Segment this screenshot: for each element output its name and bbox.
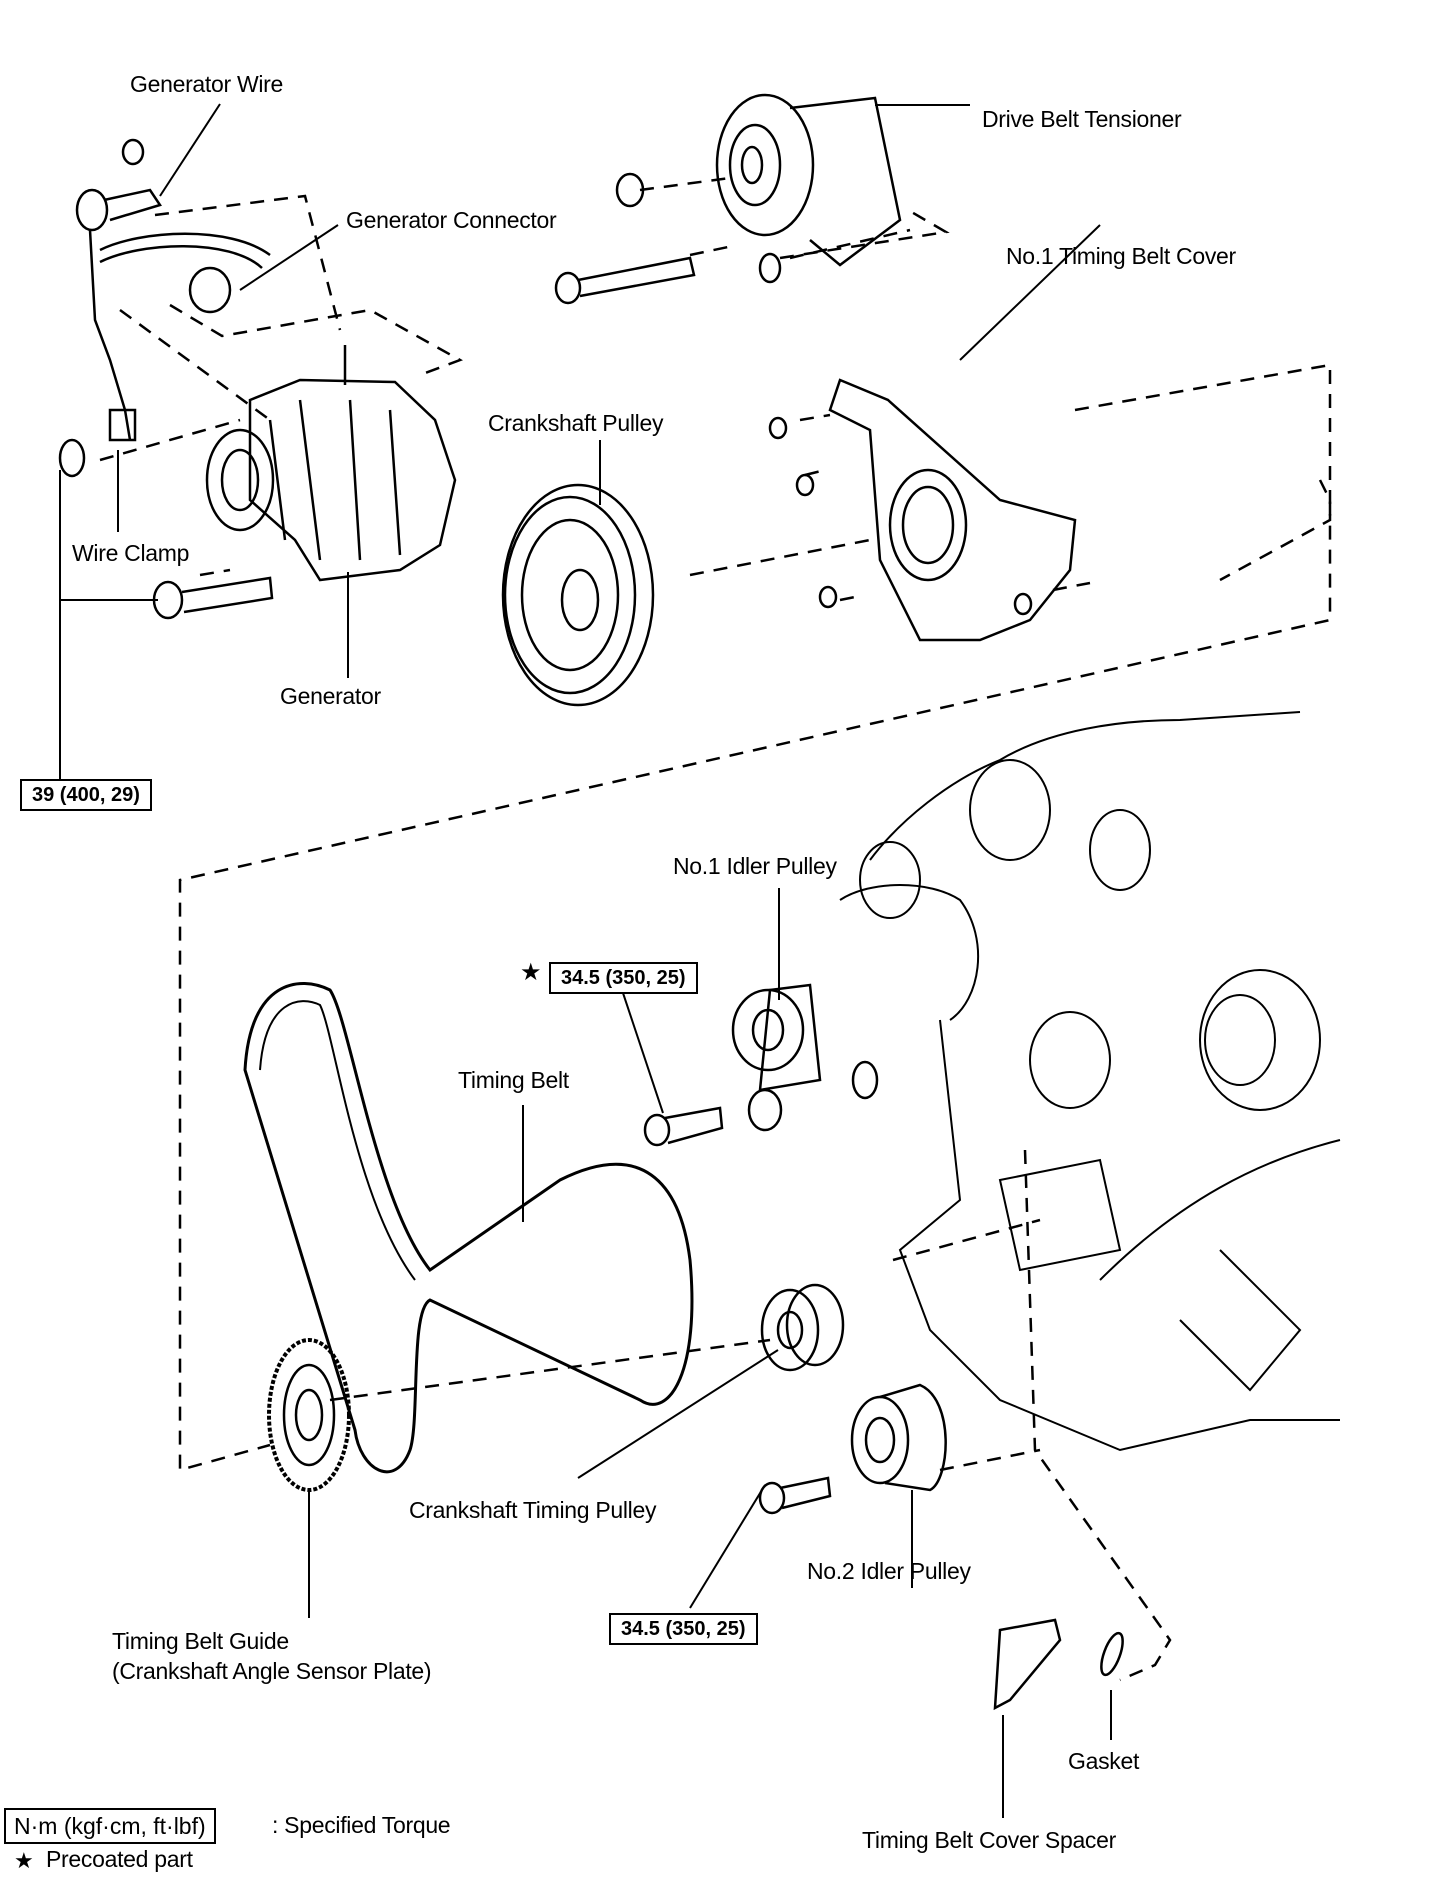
no2-bolt-icon	[758, 1476, 832, 1515]
legend-star-icon: ★	[14, 1848, 34, 1873]
label-no1-idler-pulley: No.1 Idler Pulley	[673, 853, 837, 879]
small-nut-icon	[121, 138, 145, 166]
label-generator-wire: Generator Wire	[130, 71, 284, 97]
idler-bolt-icon	[643, 1106, 724, 1147]
leader-timing-belt-cover	[959, 224, 1101, 361]
timing-belt-icon	[243, 982, 694, 1474]
label-timing-belt-guide: Timing Belt Guide	[112, 1628, 289, 1654]
generator-wire-assembly	[58, 138, 271, 478]
legend-precoated-part: Precoated part	[46, 1846, 193, 1872]
generator-connector-icon	[188, 266, 232, 314]
leader-generator-connector	[239, 224, 339, 291]
no1-idler-pulley-icon	[731, 983, 822, 1132]
label-crankshaft-angle-sensor-plate: (Crankshaft Angle Sensor Plate)	[112, 1658, 432, 1684]
washer-icon	[851, 1060, 879, 1100]
label-gasket: Gasket	[1068, 1748, 1140, 1774]
leader-torque-no2-bolt	[689, 1484, 766, 1609]
timing-belt-guide-icon	[267, 1338, 351, 1492]
torque-spec-generator: 39 (400, 29)	[20, 779, 152, 811]
legend-specified-torque: : Specified Torque	[272, 1812, 451, 1838]
engine-block-icon	[839, 711, 1341, 1452]
wire-clamp-icon	[108, 408, 137, 442]
torque-spec-no1-idler: 34.5 (350, 25)	[549, 962, 698, 994]
label-timing-belt: Timing Belt	[458, 1067, 569, 1093]
label-crankshaft-pulley: Crankshaft Pulley	[488, 410, 664, 436]
generator-icon	[205, 345, 457, 582]
label-wire-clamp: Wire Clamp	[72, 540, 190, 566]
label-timing-belt-cover-spacer: Timing Belt Cover Spacer	[862, 1827, 1116, 1853]
assembly-lines	[99, 176, 1332, 1682]
tensioner-bolt-icon	[554, 271, 582, 305]
label-crankshaft-timing-pulley: Crankshaft Timing Pulley	[409, 1497, 657, 1523]
leader-generator-wire	[159, 103, 221, 197]
generator-nut-icon	[58, 438, 86, 478]
crankshaft-pulley-icon	[501, 483, 655, 707]
label-generator: Generator	[280, 683, 381, 709]
torque-spec-no2-idler: 34.5 (350, 25)	[609, 1613, 758, 1645]
drive-belt-tensioner-icon	[554, 93, 902, 305]
generator-bolt-icon	[152, 576, 274, 620]
legend-torque-units: N·m (kgf·cm, ft·lbf)	[4, 1808, 216, 1844]
timing-belt-cover-icon	[768, 378, 1077, 642]
label-generator-connector: Generator Connector	[346, 207, 557, 233]
label-drive-belt-tensioner: Drive Belt Tensioner	[982, 106, 1182, 132]
leader-crank-timing-pulley	[577, 1349, 779, 1479]
leader-lines	[59, 103, 1112, 1818]
label-no1-timing-belt-cover: No.1 Timing Belt Cover	[1006, 243, 1236, 269]
cover-spacer-icon	[993, 1618, 1062, 1711]
wire-terminal-icon	[75, 188, 109, 232]
crankshaft-timing-pulley-icon	[760, 1283, 845, 1372]
tensioner-nut-icon	[758, 252, 782, 284]
precoated-star-icon: ★	[520, 959, 542, 986]
leader-torque-no1-bolt	[622, 992, 664, 1114]
no2-idler-pulley-icon	[850, 1383, 947, 1492]
gasket-icon	[1100, 1631, 1124, 1677]
label-no2-idler-pulley: No.2 Idler Pulley	[807, 1558, 971, 1584]
tensioner-nut-icon	[615, 172, 645, 208]
